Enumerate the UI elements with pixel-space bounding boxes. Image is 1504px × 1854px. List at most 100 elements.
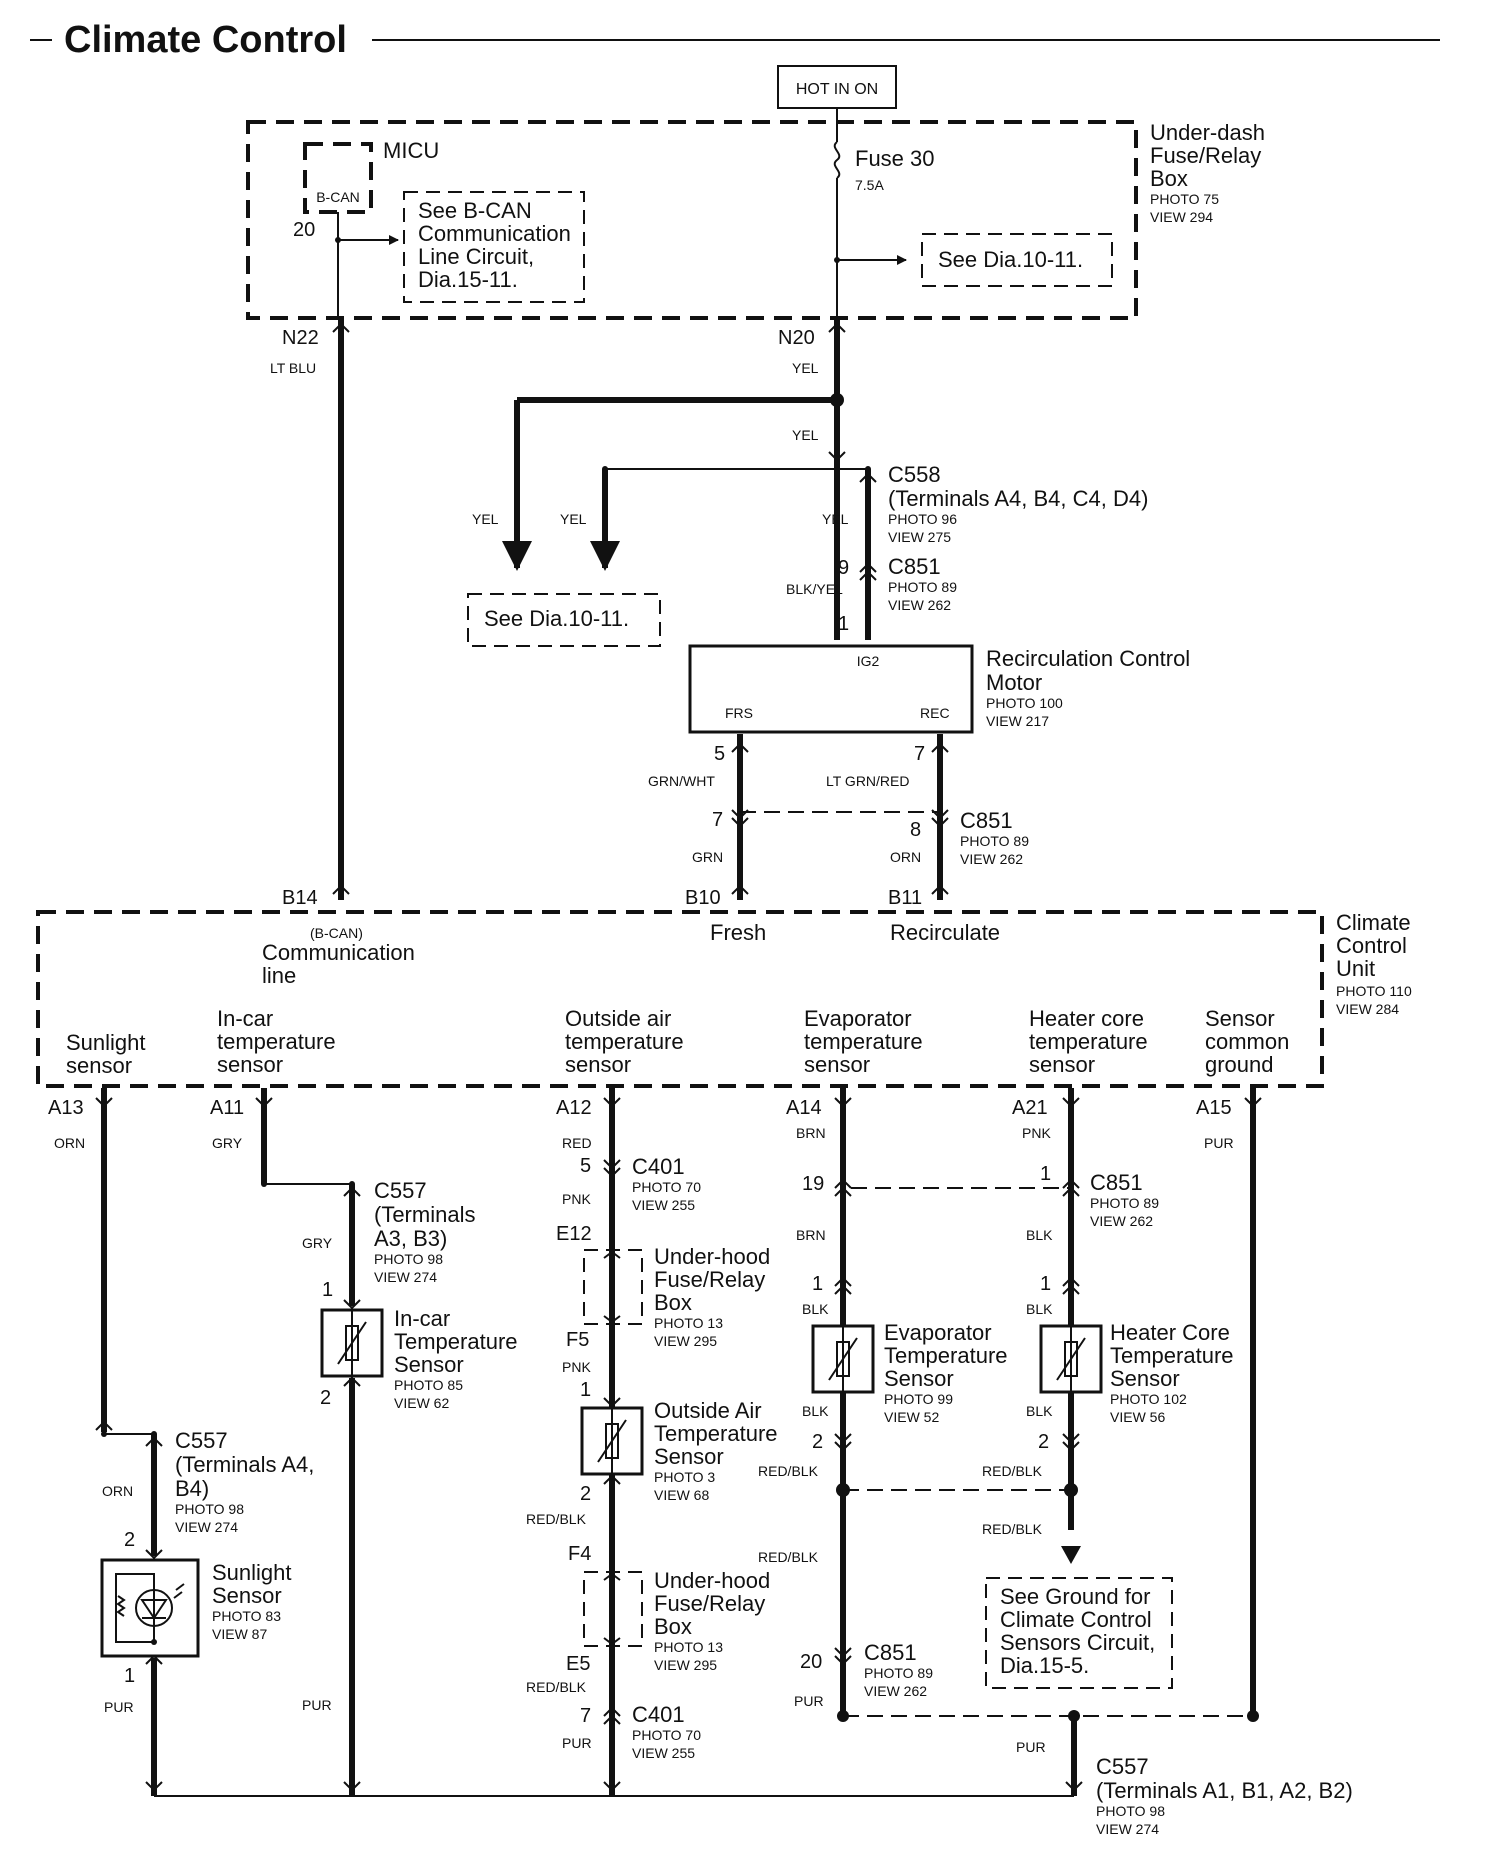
connector-c557: C557 [1096, 1754, 1149, 1779]
connector-c851: C851 [960, 808, 1013, 833]
fuse-30-symbol [833, 141, 841, 179]
under-dash-fuse-box [246, 120, 1138, 320]
ground-ref-text: Sensors Circuit, [1000, 1630, 1155, 1655]
sun-sensor-name: Sensor [212, 1583, 282, 1608]
ccu-common: ground [1205, 1052, 1274, 1077]
outside-sensor-name: Sensor [654, 1444, 724, 1469]
ccu-name: Control [1336, 933, 1407, 958]
ccu-common: common [1205, 1029, 1289, 1054]
bcan-ref-text: See B-CAN [418, 198, 532, 223]
ccu-evap: temperature [804, 1029, 923, 1054]
wire-color-brn: BRN [796, 1125, 826, 1141]
wire-color-yel: YEL [560, 511, 587, 527]
motor-pin: 5 [714, 743, 725, 765]
pin-a12: A12 [556, 1097, 592, 1119]
page-title: Climate Control [64, 19, 347, 61]
heater-sensor-photo: PHOTO 102 [1110, 1391, 1187, 1407]
motor-photo: PHOTO 100 [986, 695, 1063, 711]
see-dia-ref-text: See Dia.10-11. [938, 247, 1083, 272]
fuse-box-view: VIEW 294 [1150, 209, 1213, 225]
underhood-view: VIEW 295 [654, 1333, 717, 1349]
c851-pin: 20 [800, 1651, 822, 1673]
bcan-ref-text: Line Circuit, [418, 244, 534, 269]
heater-sensor-pin: 1 [1040, 1273, 1051, 1295]
c557-view: VIEW 274 [1096, 1821, 1159, 1837]
sun-sensor-pin: 1 [124, 1665, 135, 1687]
pin-a14: A14 [786, 1097, 822, 1119]
bcan-ref-text: Dia.15-11. [418, 267, 518, 292]
motor-name: Recirculation Control [986, 646, 1190, 671]
wire-color-pnk: PNK [562, 1359, 591, 1375]
thermistor-icon [836, 1341, 850, 1377]
c851-pin: 7 [712, 809, 723, 831]
underhood-photo: PHOTO 13 [654, 1315, 723, 1331]
see-dia-ref-text: See Dia.10-11. [484, 606, 629, 631]
micu-bcan: B-CAN [316, 189, 360, 205]
c557-photo: PHOTO 98 [175, 1501, 244, 1517]
wire-color-gry: GRY [302, 1235, 333, 1251]
c851-photo: PHOTO 89 [1090, 1195, 1159, 1211]
ground-ref-text: Dia.15-5. [1000, 1653, 1089, 1678]
ccu-heater: temperature [1029, 1029, 1148, 1054]
evap-sensor-pin: 1 [812, 1273, 823, 1295]
c557-photo: PHOTO 98 [374, 1251, 443, 1267]
outside-sensor-name: Outside Air [654, 1398, 762, 1423]
wire-color-red-blk: RED/BLK [758, 1549, 819, 1565]
ccu-sunlight: Sunlight [66, 1030, 146, 1055]
underhood-box-1 [583, 1249, 643, 1325]
sun-sensor-name: Sunlight [212, 1560, 292, 1585]
connector-c401: C401 [632, 1154, 685, 1179]
underhood-pin: E5 [566, 1653, 590, 1675]
heater-sensor-view: VIEW 56 [1110, 1409, 1165, 1425]
outside-sensor-pin: 2 [580, 1483, 591, 1505]
ccu-comm-line: Communication [262, 940, 415, 965]
c851-view: VIEW 262 [888, 597, 951, 613]
heater-sensor-pin: 2 [1038, 1431, 1049, 1453]
connector-c557: C557 [175, 1428, 228, 1453]
ccu-outside: sensor [565, 1052, 631, 1077]
wire-color-brn: BRN [796, 1227, 826, 1243]
connector-c851: C851 [864, 1640, 917, 1665]
c557-photo: PHOTO 98 [1096, 1803, 1165, 1819]
motor-view: VIEW 217 [986, 713, 1049, 729]
sun-sensor-view: VIEW 87 [212, 1626, 267, 1642]
micu-box [303, 142, 373, 214]
micu-label: MICU [383, 138, 439, 163]
underhood-pin: F5 [566, 1329, 589, 1351]
ccu-evap: Evaporator [804, 1006, 912, 1031]
pin-a11: A11 [210, 1097, 244, 1119]
motor-frs: FRS [725, 705, 753, 721]
incar-sensor-name: Sensor [394, 1352, 464, 1377]
wire-color-grn-wht: GRN/WHT [648, 773, 715, 789]
sun-sensor-pin: 2 [124, 1529, 135, 1551]
ground-ref-text: Climate Control [1000, 1607, 1152, 1632]
c558-photo: PHOTO 96 [888, 511, 957, 527]
ccu-outside: temperature [565, 1029, 684, 1054]
photodiode-icon [135, 1589, 173, 1627]
underhood-pin: F4 [568, 1543, 591, 1565]
thermistor-icon [605, 1423, 619, 1459]
ccu-name: Unit [1336, 956, 1375, 981]
evap-sensor-photo: PHOTO 99 [884, 1391, 953, 1407]
pin-b11: B11 [888, 887, 922, 909]
fuse-box-name: Fuse/Relay [1150, 143, 1261, 168]
outside-sensor-name: Temperature [654, 1421, 778, 1446]
ccu-incar: sensor [217, 1052, 283, 1077]
pin-a15: A15 [1196, 1097, 1232, 1119]
ground-arrow [1061, 1546, 1081, 1564]
underhood-box-2 [583, 1571, 643, 1647]
connector-c851: C851 [888, 554, 941, 579]
wire-color-pur: PUR [1204, 1135, 1234, 1151]
heater-sensor-name: Heater Core [1110, 1320, 1230, 1345]
pin-a21: A21 [1012, 1097, 1048, 1119]
c851-pin: 19 [802, 1173, 824, 1195]
outside-sensor-pin: 1 [580, 1379, 591, 1401]
c851-pin: 1 [838, 613, 849, 635]
heater-sensor-name: Temperature [1110, 1343, 1234, 1368]
wire-color-pur: PUR [562, 1735, 592, 1751]
c557-terminals: (Terminals [374, 1202, 475, 1227]
wire-color-pnk: PNK [562, 1191, 591, 1207]
ground-ref-text: See Ground for [1000, 1584, 1150, 1609]
connector-c558: C558 [888, 462, 941, 487]
